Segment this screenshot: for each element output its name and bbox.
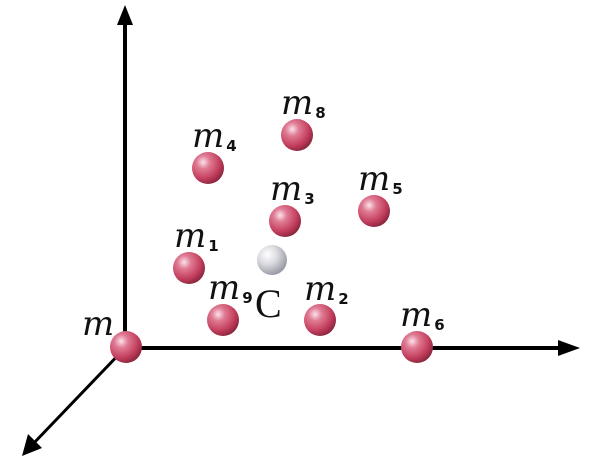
- axes: [22, 5, 580, 456]
- mass-subscript: 1: [208, 237, 218, 255]
- mass-sphere-m8: [281, 119, 313, 151]
- mass-sphere-m6: [401, 331, 433, 363]
- x-axis-arrowhead: [558, 340, 580, 356]
- mass-sphere-m3: [269, 205, 301, 237]
- mass-subscript: 5: [392, 180, 402, 198]
- mass-subscript: 9: [242, 289, 252, 307]
- mass-origin: m: [82, 304, 142, 363]
- mass-symbol: m: [281, 83, 313, 123]
- mass-label-origin: m: [82, 304, 114, 344]
- mass-subscript: 6: [434, 316, 444, 334]
- y-axis-arrowhead: [22, 434, 42, 456]
- mass-sphere-m9: [207, 304, 239, 336]
- center-of-mass-sphere: [257, 245, 287, 275]
- center-of-mass-label: C: [255, 281, 282, 326]
- mass-subscript: 3: [304, 190, 314, 208]
- mass-sphere-m2: [304, 304, 336, 336]
- mass-symbol: m: [270, 169, 302, 209]
- mass-symbol: m: [304, 269, 336, 309]
- mass-sphere-m1: [173, 252, 205, 284]
- mass-subscript: 2: [338, 290, 348, 308]
- mass-subscript: 8: [315, 104, 325, 122]
- y-axis: [30, 346, 127, 447]
- center-of-mass: C: [255, 245, 287, 326]
- mass-symbol: m: [82, 304, 114, 344]
- mass-symbol: m: [358, 159, 390, 199]
- mass-sphere-m4: [192, 152, 224, 184]
- mass-sphere-m5: [358, 195, 390, 227]
- mass-symbol: m: [192, 116, 224, 156]
- z-axis-arrowhead: [117, 5, 133, 25]
- mass-symbol: m: [208, 268, 240, 308]
- mass-sphere-origin: [110, 331, 142, 363]
- mass-symbol: m: [174, 216, 206, 256]
- mass-subscript: 4: [226, 137, 236, 155]
- mass-symbol: m: [400, 295, 432, 335]
